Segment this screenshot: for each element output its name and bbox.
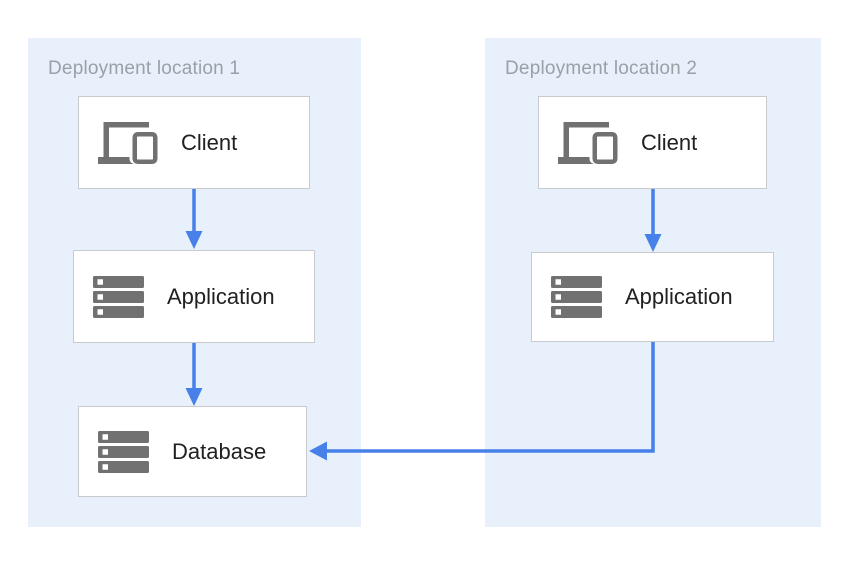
node-label-application-1: Application <box>167 283 275 309</box>
server-stack-icon <box>98 430 149 473</box>
node-client-1: Client <box>78 96 310 189</box>
node-application-2: Application <box>531 252 774 342</box>
node-application-1: Application <box>73 250 315 343</box>
node-label-client-2: Client <box>641 129 698 155</box>
node-label-application-2: Application <box>625 284 733 309</box>
server-stack-icon <box>551 276 602 318</box>
node-client-2: Client <box>538 96 767 189</box>
node-label-client-1: Client <box>181 129 238 155</box>
devices-icon <box>98 121 158 164</box>
panel-label-deployment-location-1: Deployment location 1 <box>48 58 241 79</box>
server-stack-icon <box>93 275 144 318</box>
panel-label-deployment-location-2: Deployment location 2 <box>505 58 698 79</box>
node-database-1: Database <box>78 406 307 497</box>
node-label-database-1: Database <box>172 438 267 464</box>
devices-icon <box>558 121 618 164</box>
